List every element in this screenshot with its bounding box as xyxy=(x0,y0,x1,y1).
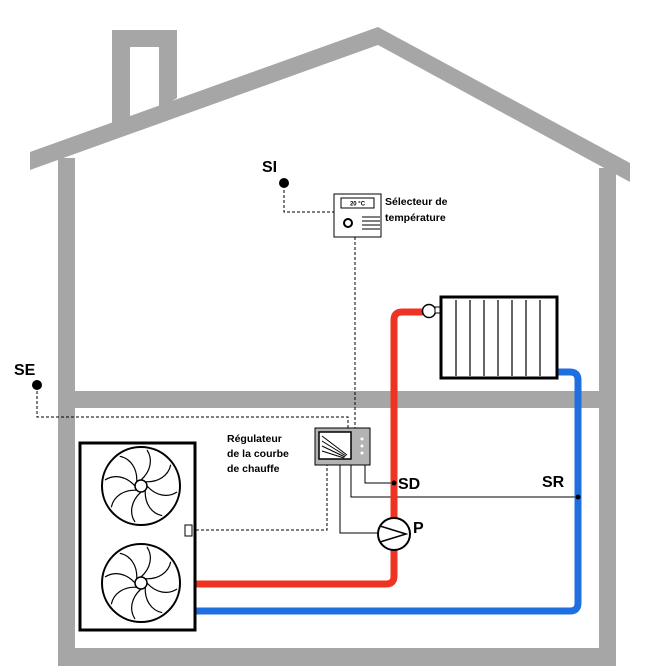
left-wall xyxy=(58,158,75,666)
thermostat-icon: 20 °C xyxy=(333,193,382,238)
pump-body xyxy=(377,517,411,551)
radiator-icon xyxy=(439,295,559,380)
regulator-icon xyxy=(314,427,371,466)
label-regulator-line3: de chauffe xyxy=(227,463,280,475)
label-p: P xyxy=(413,520,424,537)
sr-sensor-icon xyxy=(575,494,581,500)
label-selector-line1: Sélecteur de xyxy=(385,196,448,208)
thermostat-display xyxy=(340,197,375,209)
supply-pipe xyxy=(195,308,424,588)
house-structure xyxy=(30,27,630,666)
se-sensor-icon xyxy=(32,380,42,390)
chimney xyxy=(112,30,177,130)
heat-pump-unit xyxy=(78,441,197,632)
label-si: SI xyxy=(262,159,277,176)
pump-symbol xyxy=(379,525,409,543)
ground xyxy=(58,648,616,666)
return-pipe xyxy=(195,368,582,615)
unit-connector xyxy=(184,524,193,537)
si-sensor-icon xyxy=(279,178,289,188)
label-regulator-line1: Régulateur xyxy=(227,433,282,445)
wiring xyxy=(36,185,578,534)
label-sd: SD xyxy=(398,476,420,493)
label-regulator-line2: de la courbe xyxy=(227,448,289,460)
se-wire xyxy=(36,386,349,428)
thermostat-knob xyxy=(343,218,353,228)
fan-icon xyxy=(101,543,181,623)
fan-icon xyxy=(101,446,181,526)
regulator-unit-wire xyxy=(193,463,328,531)
sd-sensor-icon xyxy=(391,480,397,486)
valve-icon xyxy=(421,303,437,319)
si-wire xyxy=(283,185,334,213)
label-selector-line2: température xyxy=(385,212,446,224)
label-sr: SR xyxy=(542,474,565,491)
regulator-sd-wire xyxy=(364,465,394,484)
label-se: SE xyxy=(14,362,36,379)
pipes xyxy=(195,308,582,615)
right-wall xyxy=(599,168,616,666)
thermostat-display-text: 20 °C xyxy=(350,202,366,208)
regulator-pump-wire xyxy=(339,463,378,534)
sr-wire xyxy=(350,463,578,498)
radiator-body xyxy=(439,295,559,380)
pump-icon xyxy=(377,517,411,551)
floor-slab xyxy=(58,391,616,408)
roof xyxy=(30,27,630,182)
